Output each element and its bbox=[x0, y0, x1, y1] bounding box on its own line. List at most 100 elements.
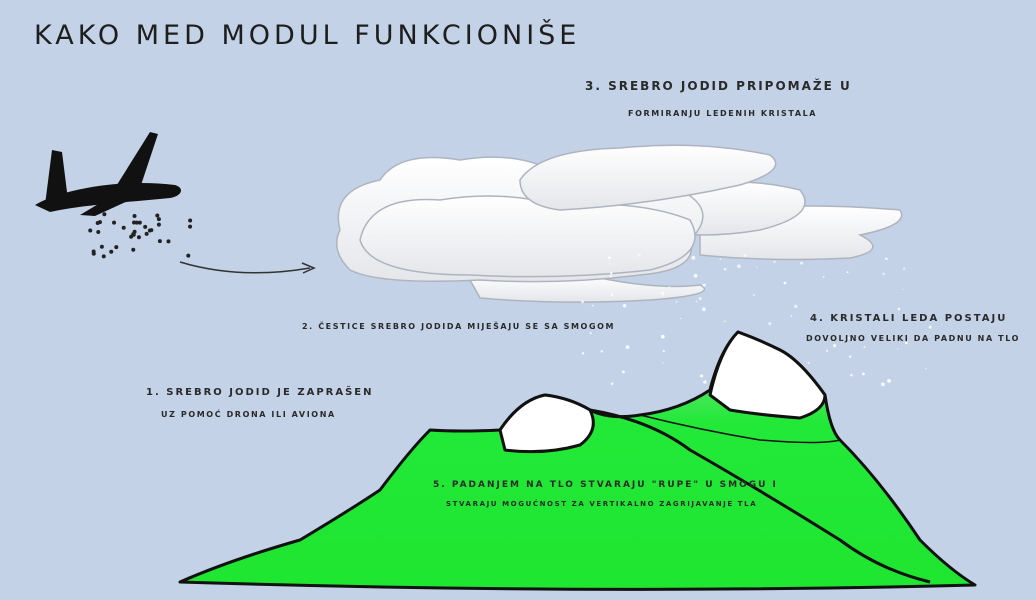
ice-crystal bbox=[719, 258, 722, 260]
ice-crystal bbox=[862, 372, 865, 376]
ice-crystal bbox=[698, 297, 702, 301]
particle bbox=[137, 220, 142, 225]
particle bbox=[88, 228, 93, 233]
particle bbox=[188, 218, 193, 223]
ice-crystal bbox=[591, 304, 594, 307]
ice-crystal bbox=[882, 272, 885, 276]
mountains bbox=[178, 330, 977, 591]
airplane-icon bbox=[35, 132, 182, 216]
particle bbox=[155, 213, 160, 218]
ice-crystal bbox=[863, 346, 866, 348]
particle bbox=[97, 220, 102, 225]
step1-subtext: UZ POMOĆ DRONA ILI AVIONA bbox=[161, 410, 336, 419]
ice-crystal bbox=[581, 300, 584, 304]
particle bbox=[156, 222, 161, 227]
ice-crystal bbox=[736, 264, 741, 269]
ice-crystal bbox=[807, 361, 810, 365]
ice-crystal bbox=[622, 303, 627, 308]
ice-crystal bbox=[723, 320, 726, 323]
ice-crystal bbox=[723, 267, 727, 271]
ice-crystal bbox=[660, 334, 665, 339]
ice-crystals bbox=[581, 253, 932, 387]
ice-crystal bbox=[928, 325, 932, 329]
particle bbox=[143, 224, 148, 229]
step5-subtext: STVARAJU MOGUĆNOST ZA VERTIKALNO ZAGRIJA… bbox=[446, 500, 758, 508]
ice-crystal bbox=[608, 256, 611, 260]
particle bbox=[109, 249, 114, 254]
particle bbox=[156, 217, 161, 222]
particle bbox=[136, 235, 141, 240]
particle bbox=[188, 224, 193, 229]
ice-crystal bbox=[905, 341, 908, 345]
ice-crystal bbox=[589, 331, 592, 335]
particle bbox=[131, 247, 136, 252]
ice-crystal bbox=[925, 367, 927, 370]
ice-crystal bbox=[610, 272, 613, 275]
ice-crystal bbox=[702, 307, 706, 312]
step1-heading: 1. SREBRO JODID JE ZAPRAŠEN bbox=[146, 387, 374, 398]
ice-crystal bbox=[790, 315, 793, 317]
step5-heading: 5. PADANJEM NA TLO STVARAJU "RUPE" U SMO… bbox=[433, 480, 778, 490]
ice-crystal bbox=[846, 271, 849, 274]
ice-crystal bbox=[822, 276, 825, 278]
step4-heading: 4. KRISTALI LEDA POSTAJU bbox=[810, 313, 1008, 324]
ice-crystal bbox=[793, 304, 798, 309]
ice-crystal bbox=[902, 288, 904, 291]
ice-crystal bbox=[625, 345, 630, 350]
cloud bbox=[335, 144, 903, 303]
particle bbox=[91, 251, 96, 256]
ice-crystal bbox=[610, 281, 612, 284]
ice-crystal bbox=[887, 378, 891, 383]
ice-crystal bbox=[783, 281, 787, 285]
particles bbox=[88, 212, 193, 259]
ice-crystal bbox=[897, 348, 899, 350]
particle bbox=[186, 253, 191, 258]
particle bbox=[166, 239, 171, 244]
ice-crystal bbox=[668, 286, 670, 288]
particle bbox=[102, 212, 107, 217]
particle bbox=[101, 254, 106, 259]
step4-subtext: DOVOLJNO VELIKI DA PADNU NA TLO bbox=[806, 334, 1021, 343]
ice-crystal bbox=[800, 261, 804, 265]
ice-crystal bbox=[848, 355, 852, 359]
ice-crystal bbox=[600, 350, 604, 353]
particle bbox=[132, 229, 137, 234]
step3-heading: 3. SREBRO JODID PRIPOMAŽE U bbox=[585, 79, 852, 93]
particle bbox=[99, 244, 104, 249]
particle bbox=[121, 225, 126, 230]
particle bbox=[149, 228, 154, 233]
ice-crystal bbox=[608, 263, 611, 265]
ice-crystal bbox=[695, 300, 698, 303]
ice-crystal bbox=[833, 344, 837, 348]
ice-crystal bbox=[885, 257, 888, 261]
particle bbox=[96, 229, 101, 234]
particle bbox=[134, 220, 139, 225]
page-title: KAKO MED MODUL FUNKCIONIŠE bbox=[34, 20, 581, 51]
ice-crystal bbox=[662, 350, 665, 353]
ice-crystal bbox=[703, 380, 707, 384]
ice-crystal bbox=[768, 322, 772, 325]
ice-crystal bbox=[881, 382, 885, 387]
particle bbox=[144, 231, 149, 236]
particle bbox=[114, 245, 119, 250]
ice-crystal bbox=[609, 274, 612, 278]
ice-crystal bbox=[621, 370, 625, 374]
ice-crystal bbox=[847, 336, 851, 340]
ice-crystal bbox=[699, 374, 704, 378]
ice-crystal bbox=[691, 255, 696, 260]
step2-heading: 2. ČESTICE SREBRO JODIDA MIJEŠAJU SE SA … bbox=[302, 322, 616, 331]
ice-crystal bbox=[693, 273, 698, 278]
ice-crystal bbox=[675, 301, 678, 303]
ice-crystal bbox=[637, 253, 641, 257]
ice-crystal bbox=[702, 283, 706, 287]
ice-crystal bbox=[902, 267, 906, 270]
particle bbox=[157, 239, 162, 244]
ice-crystal bbox=[850, 373, 853, 377]
ice-crystal bbox=[825, 349, 828, 352]
ice-crystal bbox=[773, 260, 776, 264]
particle bbox=[132, 214, 137, 219]
ice-crystal bbox=[610, 293, 613, 296]
particle bbox=[112, 220, 117, 225]
ice-crystal bbox=[661, 291, 665, 296]
step3-subtext: FORMIRANJU LEDENIH KRISTALA bbox=[628, 109, 818, 118]
